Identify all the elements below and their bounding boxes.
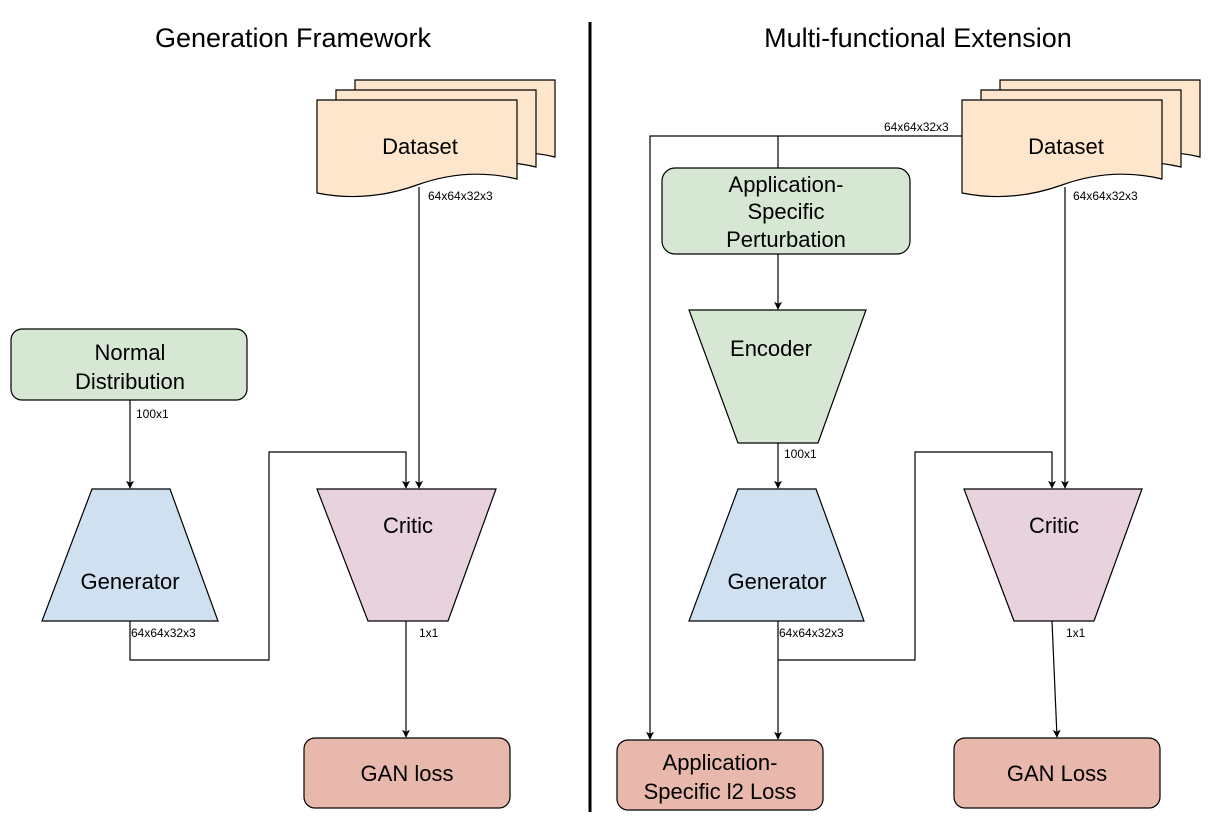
edge-generator-to-critic-right [778,451,1056,661]
right-dim-encoder: 100x1 [784,447,817,461]
encoder-node: Encoder [688,309,867,444]
normal-distribution-label-line1: Normal [95,340,166,365]
left-generator-node: Generator [41,488,219,622]
right-gan-loss-label: GAN Loss [1007,761,1107,786]
perturbation-label-line2: Specific [747,199,824,224]
title-generation-framework: Generation Framework [155,23,432,53]
edge-generator-to-critic [129,451,410,661]
l2-loss-node: Application- Specific l2 Loss [616,739,824,811]
right-critic-node: Critic [963,488,1143,622]
perturbation-node: Application- Specific Perturbation [661,167,911,255]
right-dim-generator: 64x64x32x3 [779,626,844,640]
left-dim-dataset: 64x64x32x3 [428,189,493,203]
encoder-label: Encoder [730,336,812,361]
left-dim-generator: 64x64x32x3 [131,626,196,640]
left-critic-node: Critic [316,488,497,622]
left-dim-noise: 100x1 [136,407,169,421]
l2-loss-label-line1: Application- [663,750,778,775]
right-dim-dataset: 64x64x32x3 [1073,189,1138,203]
left-dataset-label: Dataset [382,134,458,159]
left-dataset-node: Dataset [316,79,556,198]
left-gan-loss-label: GAN loss [361,761,454,786]
right-dim-dataset-top: 64x64x32x3 [884,120,949,134]
normal-distribution-node: Normal Distribution [10,328,248,401]
left-critic-label: Critic [383,513,433,538]
perturbation-label-line3: Perturbation [726,227,846,252]
right-dim-critic: 1x1 [1066,626,1086,640]
right-gan-loss-node: GAN Loss [953,737,1161,809]
right-dataset-label: Dataset [1028,134,1104,159]
edge-dataset-to-l2-loss [646,135,962,740]
left-gan-loss-node: GAN loss [303,737,511,809]
edge-critic-to-gan-loss-right [1051,620,1061,738]
right-critic-label: Critic [1029,513,1079,538]
right-dataset-node: Dataset [961,79,1201,198]
normal-distribution-label-line2: Distribution [75,369,185,394]
right-generator-node: Generator [688,488,865,622]
l2-loss-label-line2: Specific l2 Loss [644,779,797,804]
right-generator-label: Generator [727,569,826,594]
title-multifunctional-extension: Multi-functional Extension [764,23,1072,53]
perturbation-label-line1: Application- [729,172,844,197]
left-generator-label: Generator [80,569,179,594]
left-dim-critic: 1x1 [419,626,439,640]
